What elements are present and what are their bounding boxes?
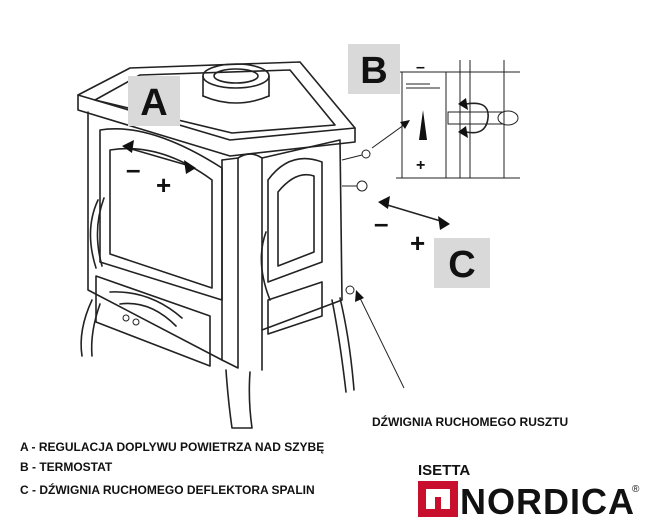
a-minus-sign: – bbox=[126, 154, 140, 184]
stove-illustration bbox=[77, 61, 371, 429]
a-adjustment-arrow: – + bbox=[122, 140, 196, 200]
label-a: A bbox=[128, 76, 180, 126]
b-pointer-line bbox=[371, 121, 409, 149]
b-pointer-arrowhead bbox=[400, 120, 410, 129]
a-plus-sign: + bbox=[156, 170, 171, 200]
c-minus-sign: – bbox=[374, 208, 388, 238]
brand-emblem bbox=[418, 481, 458, 517]
grate-lever-label: DŹWIGNIA RUCHOMEGO RUSZTU bbox=[372, 414, 568, 429]
grate-lever-callout: DŹWIGNIA RUCHOMEGO RUSZTU bbox=[355, 290, 568, 429]
svg-text:B: B bbox=[360, 50, 387, 92]
brand-model: ISETTA bbox=[418, 462, 470, 479]
legend-item-a: A - REGULACJA DOPLYWU POWIETRZA NAD SZYB… bbox=[20, 440, 324, 454]
thermostat-inset bbox=[396, 60, 520, 179]
registered-mark: ® bbox=[632, 484, 640, 495]
svg-text:A: A bbox=[140, 82, 167, 124]
brand-name: NORDICA bbox=[460, 481, 635, 522]
label-c: C bbox=[434, 238, 490, 288]
legend-item-b: B - TERMOSTAT bbox=[20, 460, 113, 474]
label-b: B bbox=[348, 44, 400, 94]
b-minus-sign: – bbox=[416, 59, 425, 76]
b-plus-sign: + bbox=[416, 157, 425, 174]
svg-text:C: C bbox=[448, 244, 475, 286]
legend-item-c: C - DŹWIGNIA RUCHOMEGO DEFLEKTORA SPALIN bbox=[20, 482, 315, 497]
brand-logo: ISETTA NORDICA ® bbox=[418, 462, 640, 522]
c-adjustment-arrow: – + bbox=[374, 196, 450, 258]
c-plus-sign: + bbox=[410, 228, 425, 258]
legend: A - REGULACJA DOPLYWU POWIETRZA NAD SZYB… bbox=[20, 440, 324, 497]
